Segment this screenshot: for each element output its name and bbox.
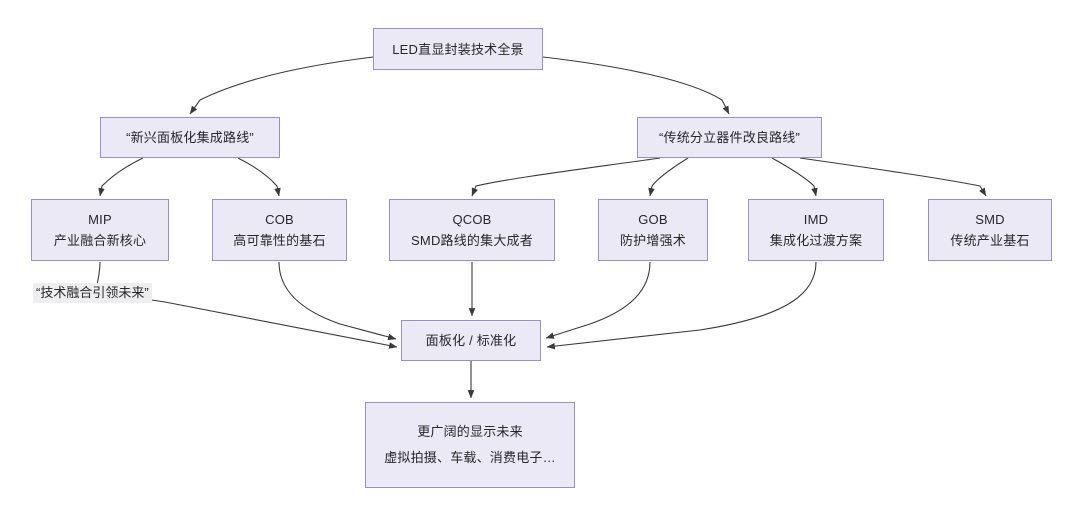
- edge-root-to-traditional: [542, 56, 730, 115]
- node-tech-cob[interactable]: COB 高可靠性的基石: [212, 199, 347, 261]
- node-tech-smd[interactable]: SMD 传统产业基石: [928, 199, 1052, 261]
- node-branch-traditional-label: “传统分立器件改良路线”: [658, 130, 801, 145]
- node-tech-qcob-caption: SMD路线的集大成者: [411, 233, 533, 248]
- edge-mip-to-convergence: [95, 261, 398, 349]
- node-branch-emerging-label: “新兴面板化集成路线”: [126, 130, 254, 145]
- node-outcome-line1: 更广阔的显示未来: [417, 424, 523, 439]
- node-tech-gob-caption: 防护增强术: [619, 233, 686, 248]
- node-tech-mip-caption: 产业融合新核心: [53, 233, 147, 248]
- node-tech-gob-name: GOB: [638, 212, 668, 227]
- node-tech-imd-name: IMD: [803, 212, 829, 227]
- node-outcome-line2: 虚拟拍摄、车载、消费电子…: [384, 450, 556, 465]
- edge-label-technology-fusion: “技术融合引领未来”: [33, 283, 152, 303]
- edge-imd-to-convergence: [546, 261, 817, 350]
- edge-traditional-to-imd: [771, 157, 818, 197]
- node-tech-cob-name: COB: [265, 212, 294, 227]
- node-tech-cob-caption: 高可靠性的基石: [233, 233, 326, 248]
- node-tech-imd[interactable]: IMD 集成化过渡方案: [748, 199, 884, 261]
- node-branch-emerging[interactable]: “新兴面板化集成路线”: [100, 117, 280, 158]
- edge-gob-to-convergence: [545, 261, 651, 339]
- node-tech-smd-name: SMD: [975, 212, 1005, 227]
- node-tech-qcob-name: QCOB: [452, 212, 492, 227]
- node-tech-mip[interactable]: MIP 产业融合新核心: [31, 199, 169, 261]
- edge-cob-to-convergence: [278, 261, 397, 341]
- node-tech-mip-name: MIP: [88, 212, 112, 227]
- node-tech-qcob[interactable]: QCOB SMD路线的集大成者: [389, 199, 555, 261]
- edge-traditional-to-qcob: [471, 157, 661, 197]
- edge-emerging-to-cob: [237, 157, 281, 197]
- node-convergence-label: 面板化 / 标准化: [425, 333, 517, 348]
- node-root[interactable]: LED直显封装技术全景: [373, 28, 543, 70]
- node-tech-smd-caption: 传统产业基石: [950, 233, 1030, 248]
- edge-root-to-emerging: [189, 56, 374, 115]
- node-outcome[interactable]: 更广阔的显示未来 虚拟拍摄、车载、消费电子…: [365, 402, 575, 488]
- edge-traditional-to-smd: [799, 157, 987, 197]
- node-branch-traditional[interactable]: “传统分立器件改良路线”: [637, 117, 822, 158]
- node-root-label: LED直显封装技术全景: [392, 41, 524, 57]
- edge-traditional-to-gob: [648, 157, 689, 197]
- edge-label-technology-fusion-text: “技术融合引领未来”: [36, 285, 149, 300]
- node-tech-gob[interactable]: GOB 防护增强术: [598, 199, 708, 261]
- node-convergence[interactable]: 面板化 / 标准化: [401, 320, 541, 361]
- node-tech-imd-caption: 集成化过渡方案: [769, 233, 863, 248]
- edge-emerging-to-mip: [98, 157, 144, 197]
